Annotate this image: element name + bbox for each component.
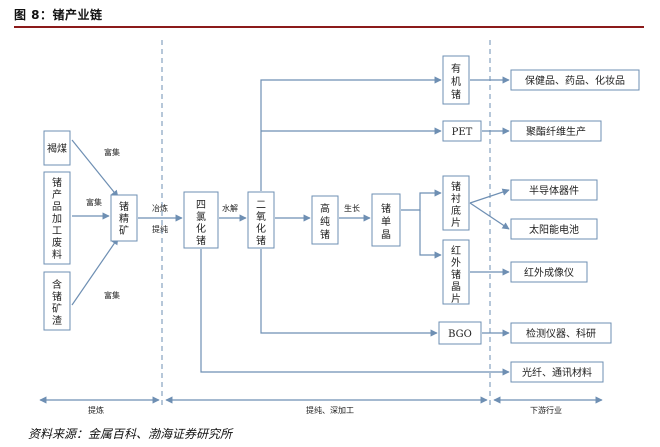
phase-mining-label: 提炼 xyxy=(88,405,104,415)
gecl4-char-0: 四 xyxy=(196,200,206,211)
waste-box xyxy=(43,171,71,265)
highpure-char-1: 纯 xyxy=(320,215,330,228)
enrich-label-2: 富集 xyxy=(86,197,102,207)
arrow-gecl4-to-fiber xyxy=(200,249,510,376)
phase-downstream-label: 下游行业 xyxy=(530,405,562,415)
irwafer-char-0: 红 xyxy=(451,244,461,257)
gecl4-char-2: 化 xyxy=(196,222,206,235)
ir-wafer-box xyxy=(442,239,470,305)
arrow-substrate-to-solar xyxy=(469,202,510,230)
figure-title: 图 8：锗产业链 xyxy=(14,8,103,22)
hydrolysis-label: 水解 xyxy=(222,203,238,213)
app-instruments-box xyxy=(510,322,612,344)
organic-char-2: 锗 xyxy=(451,88,461,101)
app-health-label: 保健品、药品、化妆品 xyxy=(525,74,625,87)
app-fiber-box xyxy=(510,361,604,383)
header-rule xyxy=(14,26,644,28)
concentrate-char-0: 锗 xyxy=(119,200,129,213)
arrow-lignite-to-concentrate xyxy=(71,139,119,198)
substrate-char-2: 底 xyxy=(451,204,461,217)
waste-char-5: 废 xyxy=(52,236,62,249)
concentrate-box xyxy=(110,194,138,242)
geo2-char-2: 化 xyxy=(256,222,266,235)
gecl4-box xyxy=(183,191,219,249)
app-semiconductor-label: 半导体器件 xyxy=(529,184,579,197)
substrate-char-1: 衬 xyxy=(451,192,461,205)
irwafer-char-2: 锗 xyxy=(451,268,461,281)
enrich-label-3: 富集 xyxy=(104,290,120,300)
app-imager-box xyxy=(510,261,588,283)
slag-box xyxy=(43,271,71,331)
bgo-label: BGO xyxy=(448,329,472,340)
arrow-slag-to-concentrate xyxy=(71,237,119,306)
geo2-char-1: 氧 xyxy=(256,210,266,223)
app-health-box xyxy=(510,69,640,91)
pet-box xyxy=(442,120,482,142)
app-imager-label: 红外成像仪 xyxy=(524,266,574,279)
arrow-geo2-to-bgo xyxy=(260,249,438,337)
app-instruments-label: 检测仪器、科研 xyxy=(526,327,596,340)
slag-char-2: 矿 xyxy=(52,302,62,315)
single-crystal-box xyxy=(371,193,401,247)
slag-char-1: 锗 xyxy=(52,290,62,303)
high-pure-box xyxy=(311,195,339,245)
highpure-char-2: 锗 xyxy=(320,228,330,241)
pet-label: PET xyxy=(452,127,473,138)
slag-char-3: 渣 xyxy=(52,314,62,327)
irwafer-char-1: 外 xyxy=(451,257,461,269)
slag-char-0: 含 xyxy=(52,278,62,291)
source-note: 资料来源：金属百科、渤海证券研究所 xyxy=(28,427,233,441)
crystal-char-2: 晶 xyxy=(381,229,391,241)
irwafer-char-4: 片 xyxy=(451,292,461,305)
bgo-box xyxy=(438,321,482,345)
arrow-crystal-to-irwafer xyxy=(419,210,442,259)
crystal-char-0: 锗 xyxy=(381,202,391,215)
arrow-crystal-to-substrate xyxy=(401,189,442,211)
waste-char-1: 产 xyxy=(52,188,62,201)
waste-char-0: 锗 xyxy=(52,176,62,189)
app-solar-label: 太阳能电池 xyxy=(529,223,579,236)
app-semiconductor-box xyxy=(510,179,598,201)
concentrate-char-1: 精 xyxy=(119,212,129,225)
organic-ge-box xyxy=(442,55,470,105)
app-solar-box xyxy=(510,218,598,240)
waste-char-4: 工 xyxy=(52,226,62,237)
waste-char-3: 加 xyxy=(52,213,62,225)
refine-label: 冶炼 xyxy=(152,203,168,213)
highpure-char-0: 高 xyxy=(320,202,330,215)
substrate-char-0: 锗 xyxy=(451,180,461,193)
app-fiber-label: 光纤、通讯材料 xyxy=(522,366,592,379)
organic-char-1: 机 xyxy=(451,75,461,88)
gecl4-char-1: 氯 xyxy=(196,210,206,223)
gecl4-char-3: 锗 xyxy=(196,234,206,247)
arrow-substrate-to-semiconductor xyxy=(469,188,510,204)
geo2-box xyxy=(247,191,275,249)
lignite-box xyxy=(43,130,71,166)
arrow-geo2-to-organic xyxy=(260,76,442,191)
substrate-char-3: 片 xyxy=(451,216,461,229)
purify-label: 提纯 xyxy=(152,224,168,234)
crystal-char-1: 单 xyxy=(381,216,391,228)
geo2-char-3: 锗 xyxy=(256,234,266,247)
phase-processing-label: 提纯、深加工 xyxy=(306,405,354,415)
concentrate-char-2: 矿 xyxy=(119,224,129,237)
app-polyester-box xyxy=(510,120,602,142)
geo2-char-0: 二 xyxy=(256,200,266,211)
app-polyester-label: 聚酯纤维生产 xyxy=(526,125,586,138)
enrich-label-1: 富集 xyxy=(104,147,120,157)
waste-char-2: 品 xyxy=(52,201,62,213)
lignite-label: 褐煤 xyxy=(47,142,67,155)
growth-label: 生长 xyxy=(344,203,360,213)
substrate-box xyxy=(442,175,470,231)
waste-char-6: 料 xyxy=(52,248,62,261)
organic-char-0: 有 xyxy=(451,62,461,75)
irwafer-char-3: 晶 xyxy=(451,281,461,293)
